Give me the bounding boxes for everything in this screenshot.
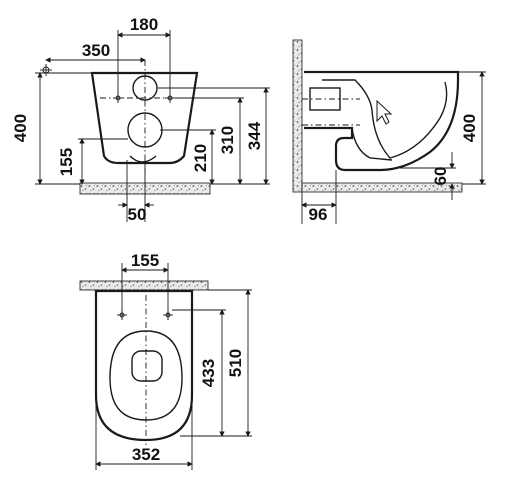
dim-side-96: 96 [309, 205, 328, 224]
cursor-icon [376, 99, 393, 125]
side-wall [292, 39, 303, 193]
dim-front-210: 210 [191, 144, 210, 172]
front-ref-mark [40, 64, 52, 76]
dim-front-50: 50 [128, 205, 147, 224]
side-bowl-outline [304, 70, 460, 172]
front-bowl-outline [90, 71, 199, 165]
dim-front-310: 310 [218, 126, 237, 154]
top-view: 155 433 510 352 [79, 251, 252, 470]
dim-front-350: 350 [82, 41, 110, 60]
dim-front-344: 344 [245, 121, 264, 150]
dim-top-433: 433 [199, 359, 218, 387]
dim-top-352: 352 [132, 445, 160, 464]
dim-top-510: 510 [226, 349, 245, 377]
dim-front-180: 180 [130, 15, 158, 34]
top-wall-slab [79, 280, 209, 291]
dim-front-155: 155 [57, 148, 76, 176]
dim-side-60: 60 [431, 167, 450, 186]
dim-top-155: 155 [131, 251, 159, 270]
top-bowl-opening [131, 350, 163, 382]
front-outlet [129, 155, 157, 163]
side-trap [351, 127, 393, 161]
dim-side-400: 400 [460, 114, 479, 142]
side-outlet-pipe [309, 87, 341, 111]
side-floor-slab [301, 182, 463, 193]
dim-front-400: 400 [11, 114, 30, 142]
front-view: 180 350 400 155 210 310 344 50 [11, 15, 270, 224]
side-view: 400 60 96 [292, 39, 486, 224]
side-bowl-inner [322, 79, 448, 159]
